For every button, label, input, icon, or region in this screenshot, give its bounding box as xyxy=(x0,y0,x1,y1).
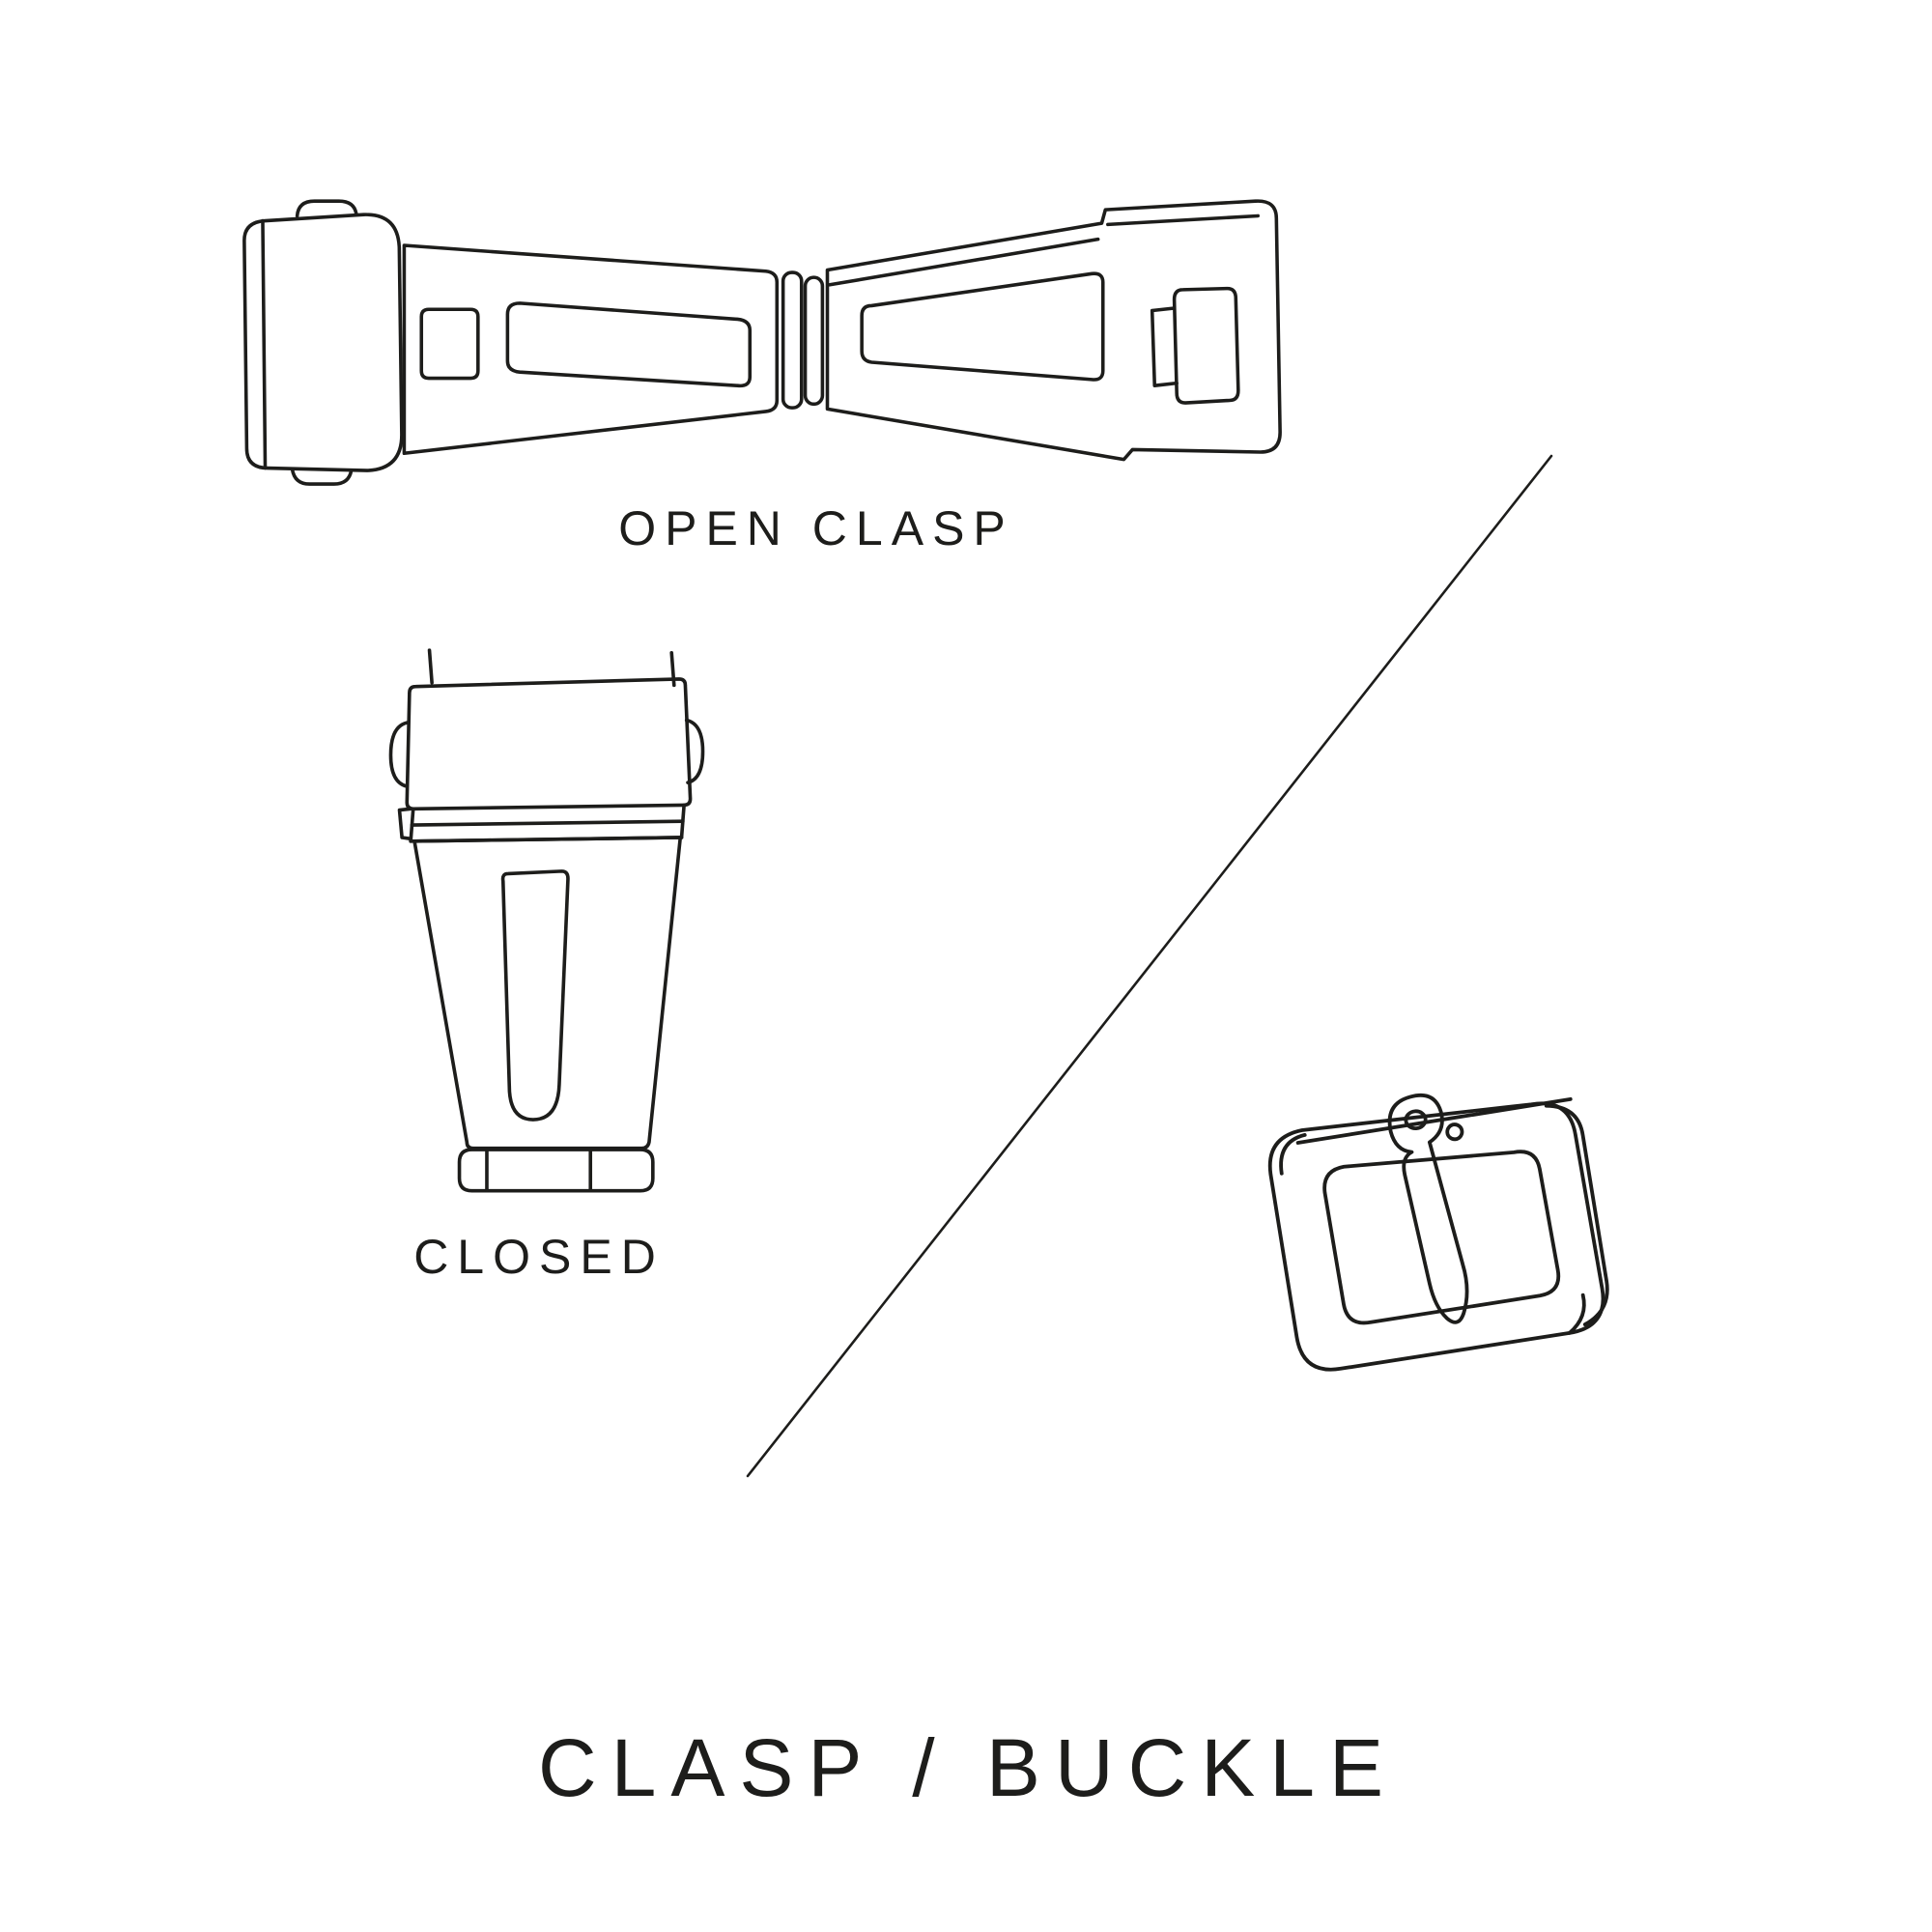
closed-clasp-icon xyxy=(388,648,705,1193)
closed-clasp-label: CLOSED xyxy=(413,1230,665,1284)
open-clasp-label: OPEN CLASP xyxy=(618,501,1014,555)
buckle-icon xyxy=(1267,1093,1609,1372)
page-title: CLASP / BUCKLE xyxy=(537,1722,1399,1813)
open-clasp-icon xyxy=(242,199,1282,486)
